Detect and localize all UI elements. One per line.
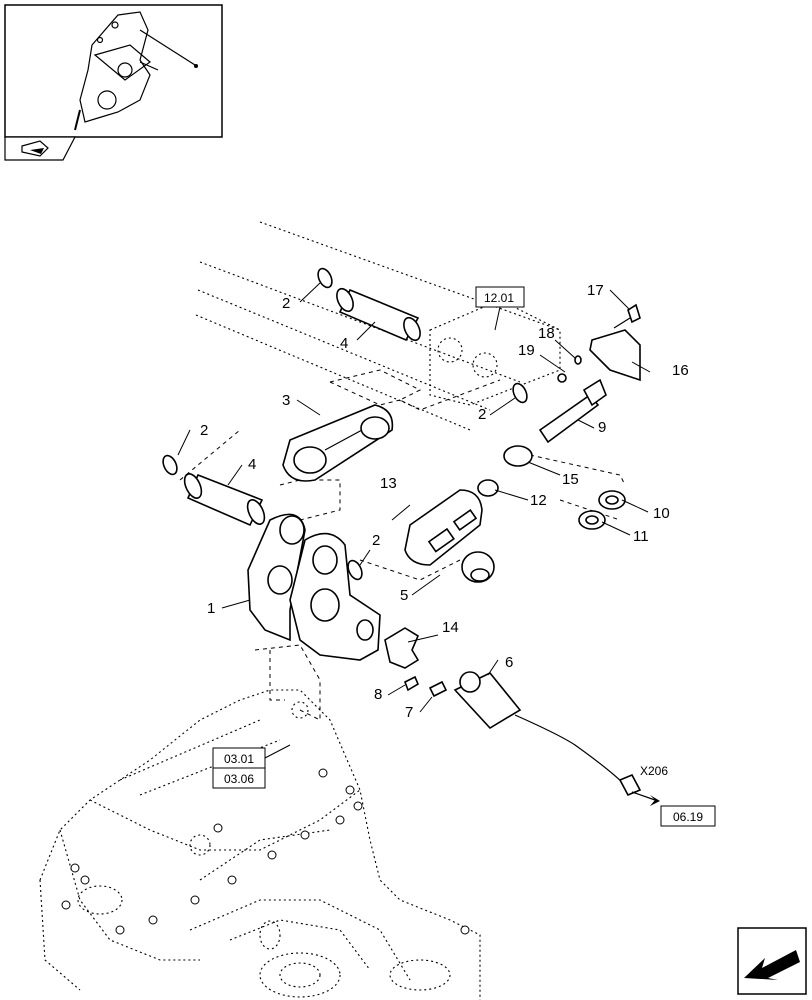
callout-9: 9 — [598, 419, 606, 436]
svg-text:12.01: 12.01 — [484, 291, 514, 305]
svg-text:03.01: 03.01 — [224, 752, 254, 766]
callout-8: 8 — [374, 686, 382, 703]
bushings — [477, 445, 626, 530]
connector-label: X206 — [640, 764, 668, 778]
callout-15: 15 — [562, 471, 579, 488]
circlip — [162, 267, 528, 581]
rocker-bracket — [247, 513, 381, 661]
rubber-block — [404, 489, 495, 583]
reference-box-06-19[interactable]: 06.19 — [660, 805, 716, 827]
callout-2: 2 — [372, 532, 380, 549]
callout-10: 10 — [653, 505, 670, 522]
pin-upper — [336, 287, 421, 342]
callout-11: 11 — [633, 528, 649, 545]
link-bar — [282, 404, 394, 482]
svg-text:06.19: 06.19 — [673, 810, 703, 824]
assembly-thumbnail-icon[interactable] — [4, 4, 223, 161]
leader-lines — [177, 282, 651, 713]
sensor-bracket — [384, 627, 448, 698]
callout-5: 5 — [400, 587, 408, 604]
reference-box-03-01[interactable]: 03.01 — [212, 747, 266, 769]
callout-2: 2 — [200, 422, 208, 439]
small-arrow-icon — [21, 140, 49, 157]
callout-4: 4 — [340, 335, 348, 352]
callout-13: 13 — [380, 475, 397, 492]
callout-labels: 2 4 3 2 4 2 1 13 5 14 6 8 7 9 2 19 18 17… — [200, 282, 689, 721]
position-sensor — [453, 671, 660, 806]
housing-bolts — [61, 768, 470, 935]
reference-box-03-06[interactable]: 03.06 — [212, 767, 266, 789]
callout-4: 4 — [248, 456, 256, 473]
callout-19: 19 — [518, 342, 535, 359]
axle-housing-outline — [39, 689, 481, 1000]
callout-18: 18 — [538, 325, 555, 342]
next-page-arrow-icon[interactable] — [737, 927, 807, 995]
callout-3: 3 — [282, 392, 290, 409]
guard-plate — [557, 303, 641, 383]
callout-16: 16 — [672, 362, 689, 379]
svg-text:03.06: 03.06 — [224, 772, 254, 786]
callout-1: 1 — [207, 600, 215, 617]
pin-lower — [183, 473, 266, 527]
callout-2: 2 — [282, 295, 290, 312]
bolt — [538, 378, 607, 444]
reference-box-12-01[interactable]: 12.01 — [475, 286, 525, 308]
callout-12: 12 — [530, 492, 547, 509]
callout-7: 7 — [405, 704, 413, 721]
callout-6: 6 — [505, 654, 513, 671]
callout-17: 17 — [587, 282, 604, 299]
callout-2: 2 — [478, 406, 486, 423]
callout-14: 14 — [442, 619, 459, 636]
